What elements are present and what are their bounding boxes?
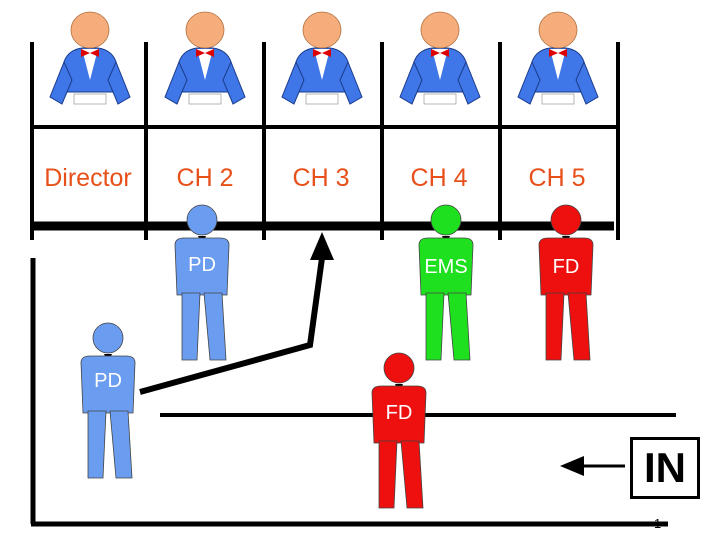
desk-label-ch5: CH 5 [529,164,586,193]
desk-label-ch2: CH 2 [177,164,234,193]
operator-ch5 [518,12,598,104]
operator-ch3 [282,12,362,104]
operator-ch2 [165,12,245,104]
pd-walking-figure [81,323,135,478]
in-arrow [560,456,625,476]
people [81,205,593,508]
page-number: 1 [654,516,661,531]
operator-ch4 [400,12,480,104]
fd-desk-tag: FD [553,256,580,279]
entrance-label: IN [644,444,686,492]
pd-walking-tag: PD [94,370,122,393]
ems-desk-tag: EMS [424,256,467,279]
operator-director [50,12,130,104]
path-arrow [140,232,334,392]
fd-entering-tag: FD [386,402,413,425]
operators [50,12,598,104]
fd-entering-figure [372,353,426,508]
pd-desk-tag: PD [188,254,216,277]
desk-label-ch4: CH 4 [411,164,468,193]
desk-label-director: Director [44,164,132,193]
entrance-in-box: IN [630,437,700,499]
desk-label-ch3: CH 3 [293,164,350,193]
